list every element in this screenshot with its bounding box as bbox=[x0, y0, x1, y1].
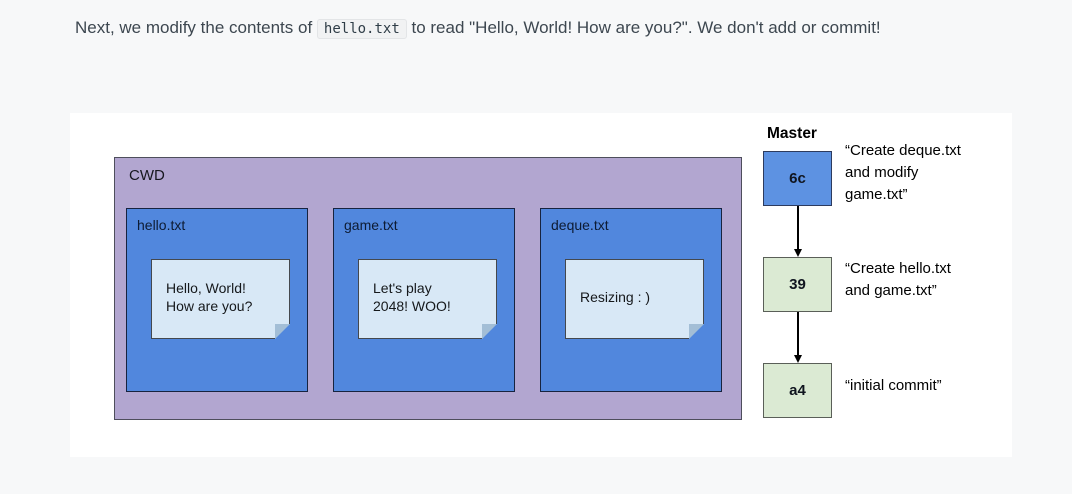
commit-message-line: “initial commit” bbox=[845, 377, 942, 394]
commit-hash: a4 bbox=[789, 382, 806, 399]
intro-text-after: to read "Hello, World! How are you?". We… bbox=[406, 18, 881, 37]
commit-box-39: 39 bbox=[763, 257, 832, 312]
commit-message-39: “Create hello.txt and game.txt” bbox=[845, 258, 1030, 302]
commit-message-line: “Create hello.txt bbox=[845, 260, 951, 277]
note-line: 2048! WOO! bbox=[373, 298, 451, 314]
commit-message-line: and modify bbox=[845, 164, 919, 181]
note-line: How are you? bbox=[166, 298, 253, 314]
commit-box-6c: 6c bbox=[763, 151, 832, 206]
folded-corner-icon bbox=[689, 324, 704, 339]
file-label: hello.txt bbox=[137, 217, 186, 233]
commit-message-6c: “Create deque.txt and modify game.txt” bbox=[845, 140, 1030, 206]
note-line: Let's play bbox=[373, 280, 432, 296]
intro-text-before: Next, we modify the contents of bbox=[75, 18, 317, 37]
file-note-hello-txt: Hello, World! How are you? bbox=[151, 259, 290, 339]
diagram-panel: CWD hello.txt Hello, World! How are you?… bbox=[70, 113, 1012, 457]
file-note-game-txt: Let's play 2048! WOO! bbox=[358, 259, 497, 339]
note-line: Hello, World! bbox=[166, 280, 246, 296]
folded-corner-icon bbox=[482, 324, 497, 339]
file-note-deque-txt: Resizing : ) bbox=[565, 259, 704, 339]
arrow-down-icon bbox=[790, 206, 805, 257]
inline-code-hello-txt: hello.txt bbox=[316, 19, 407, 39]
branch-label-master: Master bbox=[767, 125, 817, 142]
file-label: game.txt bbox=[344, 217, 398, 233]
arrow-shaft bbox=[797, 312, 799, 356]
arrow-head bbox=[793, 355, 802, 363]
commit-hash: 39 bbox=[789, 276, 806, 293]
intro-paragraph: Next, we modify the contents of hello.tx… bbox=[75, 12, 1013, 45]
arrow-shaft bbox=[797, 206, 799, 250]
arrow-head bbox=[793, 249, 802, 257]
arrow-down-icon bbox=[790, 312, 805, 363]
folded-corner-icon bbox=[275, 324, 290, 339]
cwd-box: CWD hello.txt Hello, World! How are you?… bbox=[114, 157, 742, 420]
commit-message-line: and game.txt” bbox=[845, 282, 937, 299]
commit-message-line: game.txt” bbox=[845, 186, 908, 203]
commit-hash: 6c bbox=[789, 170, 806, 187]
commit-message-a4: “initial commit” bbox=[845, 375, 1030, 397]
file-box-game-txt: game.txt Let's play 2048! WOO! bbox=[333, 208, 515, 392]
note-line: Resizing : ) bbox=[580, 289, 651, 305]
commit-box-a4: a4 bbox=[763, 363, 832, 418]
file-label: deque.txt bbox=[551, 217, 609, 233]
file-box-hello-txt: hello.txt Hello, World! How are you? bbox=[126, 208, 308, 392]
file-box-deque-txt: deque.txt Resizing : ) bbox=[540, 208, 722, 392]
commit-message-line: “Create deque.txt bbox=[845, 142, 961, 159]
cwd-label: CWD bbox=[129, 167, 165, 184]
